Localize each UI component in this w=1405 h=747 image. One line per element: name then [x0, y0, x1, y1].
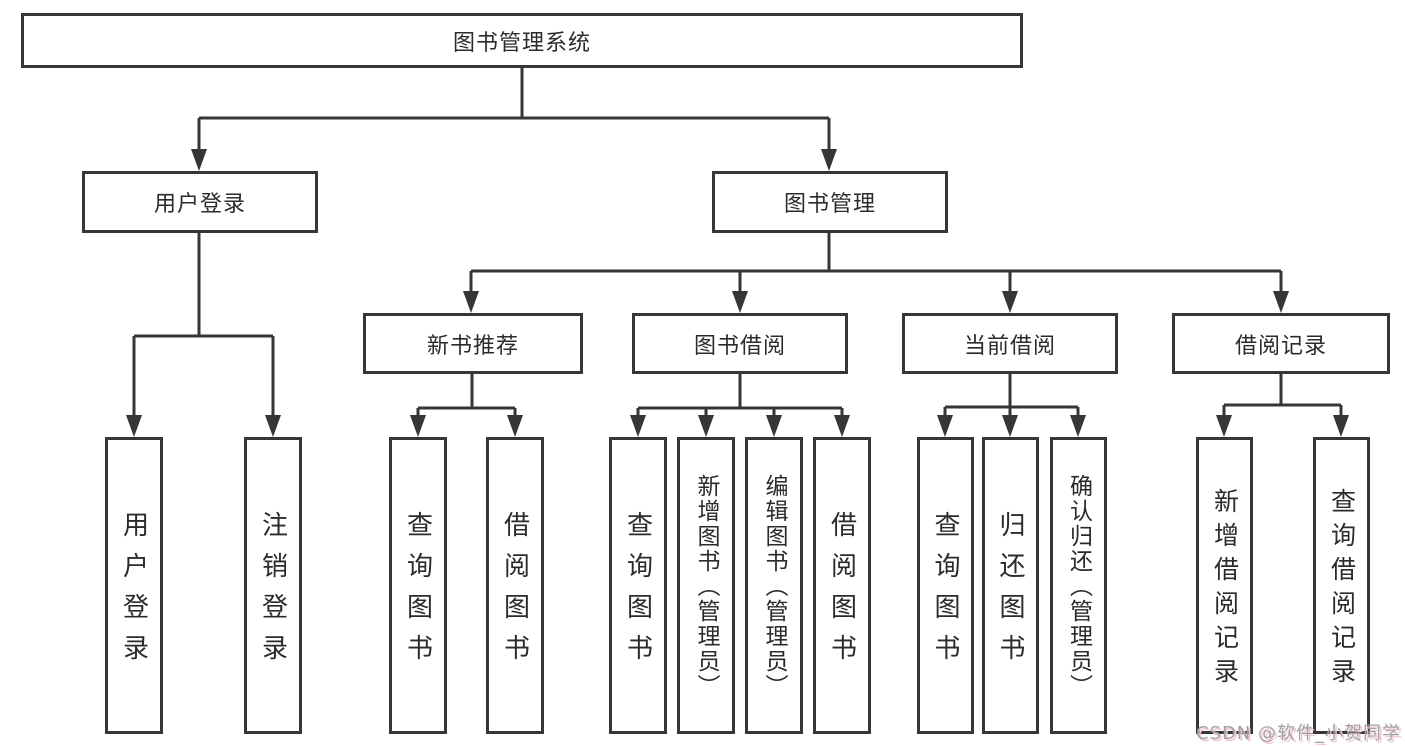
node-new-book-recommend: 新书推荐: [363, 313, 583, 374]
leaf-label: 查询借阅记录: [1327, 488, 1357, 692]
node-label: 图书借阅: [693, 333, 786, 359]
leaf-label: 借阅图书: [499, 511, 530, 675]
leaf-label: 查询图书: [930, 511, 960, 675]
leaf-label: 新增图书（管理员）: [693, 474, 719, 699]
node-user-login: 用户登录: [82, 171, 318, 233]
node-label: 图书管理系统: [452, 30, 591, 56]
leaf-label: 确认归还（管理员）: [1065, 474, 1092, 699]
node-label: 用户登录: [153, 192, 246, 217]
leaf-label: 查询图书: [402, 511, 433, 675]
leaf-edit-books-admin: 编辑图书（管理员）: [745, 437, 803, 734]
leaf-confirm-return-admin: 确认归还（管理员）: [1050, 437, 1107, 734]
leaf-query-borrow-record: 查询借阅记录: [1313, 437, 1370, 734]
leaf-add-borrow-record: 新增借阅记录: [1196, 437, 1253, 734]
leaf-label: 借阅图书: [826, 511, 857, 675]
leaf-borrow-books: 借阅图书: [813, 437, 871, 734]
leaf-add-books-admin: 新增图书（管理员）: [677, 437, 735, 734]
leaf-user-login: 用户登录: [105, 437, 163, 734]
leaf-label: 归还图书: [995, 511, 1025, 675]
node-book-management: 图书管理: [712, 171, 948, 233]
leaf-label: 新增借阅记录: [1210, 488, 1240, 692]
node-current-borrowing: 当前借阅: [902, 313, 1118, 374]
node-book-borrowing: 图书借阅: [632, 313, 848, 374]
leaf-query-books-recommend: 查询图书: [389, 437, 447, 734]
node-borrowing-records: 借阅记录: [1172, 313, 1390, 374]
leaf-label: 用户登录: [118, 511, 149, 675]
leaf-label: 编辑图书（管理员）: [761, 474, 787, 699]
leaf-borrow-books-recommend: 借阅图书: [486, 437, 544, 734]
node-label: 新书推荐: [426, 333, 519, 359]
leaf-query-books-current: 查询图书: [917, 437, 974, 734]
leaf-logout: 注销登录: [244, 437, 302, 734]
node-library-management-system: 图书管理系统: [21, 13, 1023, 68]
watermark: CSDN @软件_小贺同学: [1195, 723, 1401, 744]
node-label: 当前借阅: [963, 333, 1056, 359]
leaf-return-books: 归还图书: [982, 437, 1039, 734]
leaf-label: 注销登录: [257, 511, 288, 675]
leaf-label: 查询图书: [622, 511, 653, 675]
leaf-query-books-borrow: 查询图书: [609, 437, 667, 734]
node-label: 借阅记录: [1234, 333, 1327, 359]
node-label: 图书管理: [783, 192, 876, 217]
